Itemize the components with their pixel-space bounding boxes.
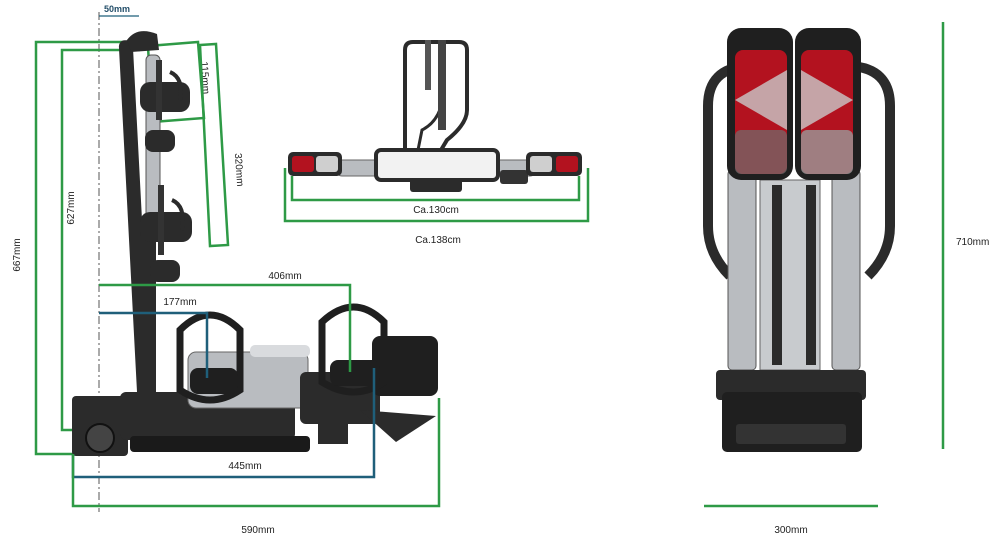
top-tray (410, 178, 462, 192)
top-width-inner-label: Ca.130cm (413, 205, 459, 216)
top-left-lamp (288, 152, 342, 176)
folded-mid-strut-right (806, 185, 816, 365)
folded-height-label: 710mm (956, 237, 989, 248)
folded-width-label: 300mm (774, 525, 807, 536)
top-right-lamp (526, 152, 582, 176)
arm-spacing-label: 320mm (232, 153, 245, 187)
folded-right-lamp (795, 28, 861, 180)
top-width-outer-bracket (283, 168, 590, 223)
depth-outer-label: 590mm (241, 525, 274, 536)
side-view: 50mm 667mm 627mm 115mm 320mm (12, 4, 441, 536)
right-loop-frame (849, 61, 895, 280)
mast-arm (142, 220, 156, 400)
height-outer-bracket (34, 40, 140, 456)
first-wheel-label: 177mm (163, 297, 196, 308)
folded-left-tube (727, 169, 757, 371)
folded-right-tube (831, 169, 861, 371)
top-frame-holder (403, 40, 469, 152)
top-view: Ca.130cm Ca.138cm (283, 40, 590, 246)
folded-base (716, 370, 866, 452)
plate-holder (374, 148, 500, 182)
height-outer-label: 667mm (12, 238, 23, 271)
wheel-spacing-bracket (99, 283, 352, 372)
depth-outer-bracket (71, 398, 441, 508)
arm-spacing-bracket (198, 42, 230, 248)
front-wheel-tray (176, 311, 244, 404)
depth-inner-label: 445mm (228, 461, 261, 472)
lower-frame-clamp (140, 185, 192, 282)
wheel-spacing-label: 406mm (268, 271, 301, 282)
folded-view: 710mm 300mm (703, 22, 989, 536)
first-wheel-bracket (99, 311, 209, 378)
folded-left-lamp (727, 28, 793, 180)
height-inner-label: 627mm (66, 191, 77, 224)
top-width-inner-bracket (290, 176, 581, 202)
top-width-outer-label: Ca.138cm (415, 235, 461, 246)
top-clamp (127, 31, 159, 52)
carrier-body (72, 336, 438, 456)
top-ratchet (500, 170, 528, 184)
folded-mid-strut-left (772, 185, 782, 365)
offset-label: 50mm (104, 4, 130, 14)
upper-frame-clamp (140, 60, 190, 152)
rear-wheel-tray (318, 303, 388, 396)
